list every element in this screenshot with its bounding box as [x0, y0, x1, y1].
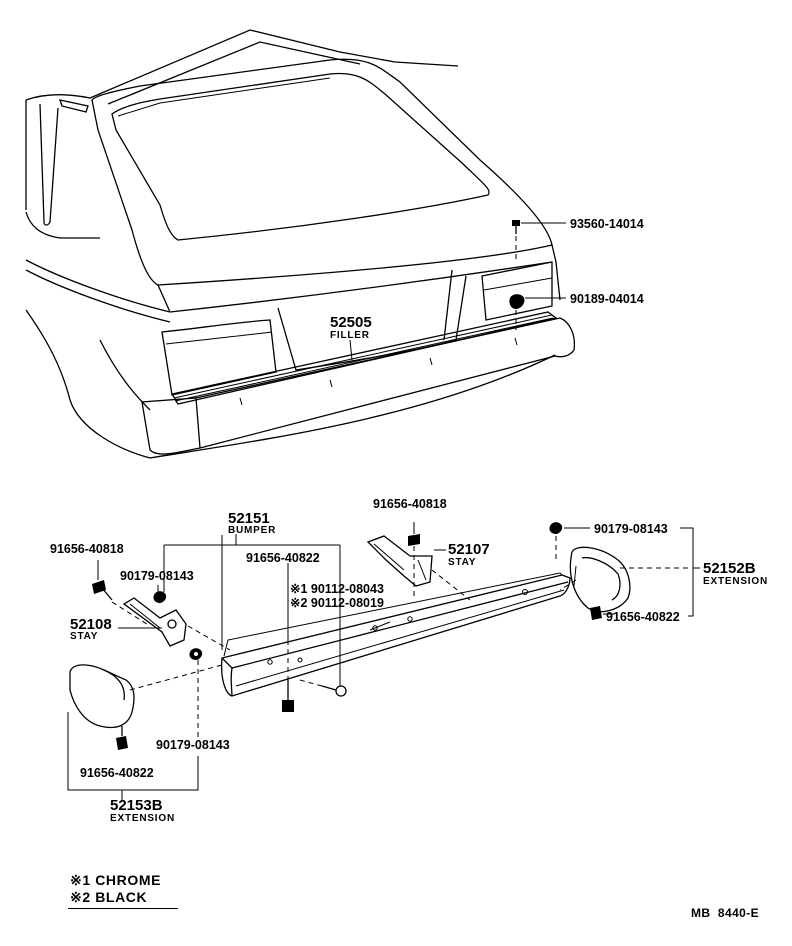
- label-91656-top: 91656-40818: [373, 497, 447, 511]
- label-90189: 90189-04014: [570, 292, 644, 306]
- bumper-exploded: [67, 522, 700, 800]
- label-91656-bottom: 91656-40822: [80, 766, 154, 780]
- label-91656-right: 91656-40822: [606, 610, 680, 624]
- label-ext-left-number: 52153B: [110, 797, 163, 814]
- label-ext-right-number: 52152B: [703, 560, 756, 577]
- label-91656-mid: 91656-40822: [246, 551, 320, 565]
- label-90179-bottom: 90179-08143: [156, 738, 230, 752]
- label-ext-right-name: EXTENSION: [703, 576, 768, 587]
- label-stay-right-number: 52107: [448, 541, 490, 558]
- legend-underline: [68, 908, 178, 909]
- document-code: MB 8440-E: [691, 906, 760, 920]
- label-bumper-number: 52151: [228, 510, 270, 527]
- legend-black: ※2 BLACK: [70, 889, 148, 905]
- label-note2-part: ※2 90112-08019: [290, 596, 384, 610]
- label-stay-right-name: STAY: [448, 557, 476, 568]
- label-91656-left: 91656-40818: [50, 542, 124, 556]
- car-rear-illustration: [25, 29, 576, 459]
- label-stay-left-name: STAY: [70, 631, 98, 642]
- label-ext-left-name: EXTENSION: [110, 813, 175, 824]
- label-93560: 93560-14014: [570, 217, 644, 231]
- label-filler-name: FILLER: [330, 330, 370, 341]
- upper-callouts: [349, 220, 566, 361]
- label-90179-left: 90179-08143: [120, 569, 194, 583]
- label-note1-part: ※1 90112-08043: [290, 582, 384, 596]
- label-90179-right: 90179-08143: [594, 522, 668, 536]
- legend-chrome: ※1 CHROME: [70, 872, 162, 888]
- label-filler-number: 52505: [330, 314, 372, 331]
- label-bumper-name: BUMPER: [228, 525, 276, 536]
- label-stay-left-number: 52108: [70, 616, 112, 633]
